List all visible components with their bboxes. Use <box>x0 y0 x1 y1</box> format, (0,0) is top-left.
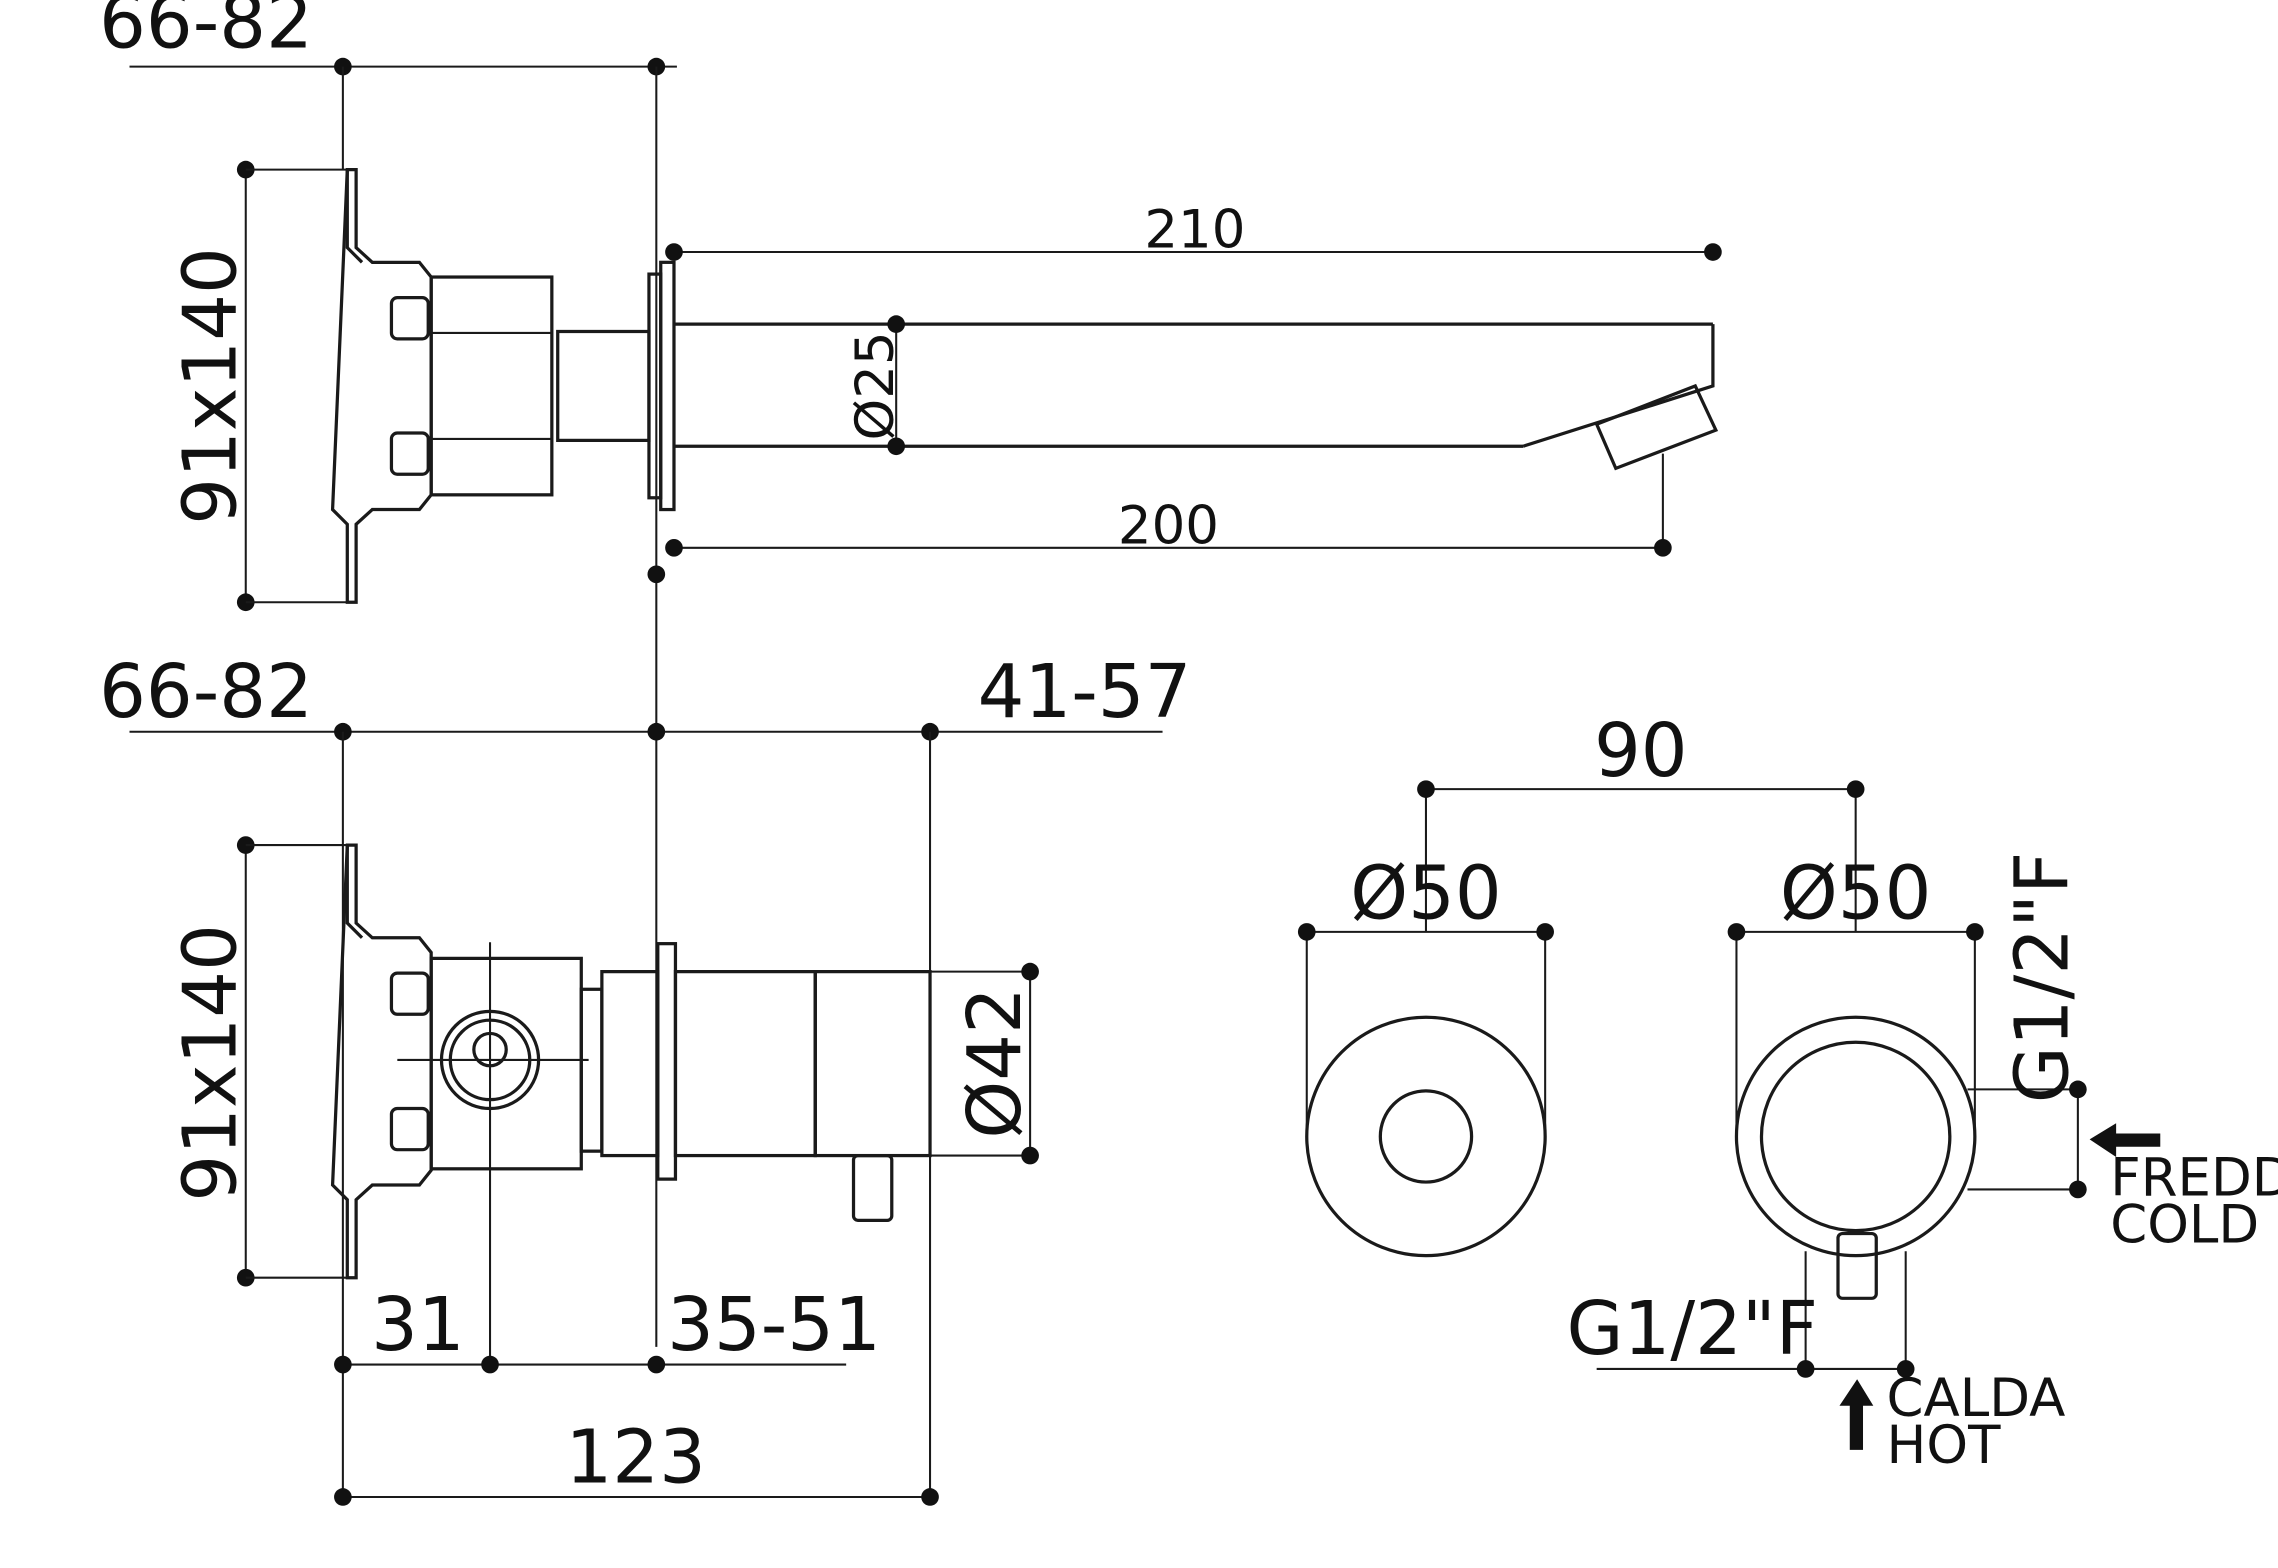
mid-plate-dimension: 91x140 <box>168 924 253 1202</box>
right-plate-diameter: Ø50 <box>1780 852 1932 937</box>
left-plate-diameter: Ø50 <box>1350 852 1502 937</box>
thread-right: G1/2"F <box>2001 852 2086 1104</box>
left-plate-circle <box>1305 1015 1547 1258</box>
cold-arrow-icon <box>2089 1123 2161 1158</box>
hot-label-en: HOT <box>1887 1415 2002 1476</box>
thread-bottom: G1/2"F <box>1567 1287 1819 1372</box>
top-depth-dimension: 66-82 <box>99 0 313 65</box>
left-plate-spout-hole <box>1378 1089 1474 1184</box>
top-plate-dimension: 91x140 <box>168 247 253 525</box>
centers-dimension: 90 <box>1594 709 1688 794</box>
spout-side-view: 66-82 91x140 210 <box>99 0 1722 1347</box>
lever-handle <box>1836 1231 1878 1300</box>
spout-diameter: Ø25 <box>845 331 906 440</box>
mixer-side-view: 66-82 41-57 91x140 <box>99 650 1191 1506</box>
cold-label-en: COLD <box>2110 1194 2259 1255</box>
handle-diameter: Ø42 <box>953 987 1038 1139</box>
right-plate-circle <box>1734 1015 1977 1258</box>
mid-depth-right-dimension: 41-57 <box>978 650 1192 735</box>
right-plate-handle-ring <box>1759 1040 1952 1233</box>
dimension-31: 31 <box>371 1283 465 1368</box>
mid-depth-left-dimension: 66-82 <box>99 650 313 735</box>
hot-arrow-icon <box>1839 1379 1874 1450</box>
spout-length-210: 210 <box>1144 200 1245 261</box>
dimension-123: 123 <box>566 1415 706 1500</box>
front-view: 90 Ø50 Ø50 G1/2"F FREDDA COLD <box>1297 709 2278 1476</box>
cold-label-it: FREDDA <box>2110 1147 2278 1208</box>
spout-length-200: 200 <box>1118 495 1219 556</box>
dimension-35-51: 35-51 <box>667 1283 881 1368</box>
hot-label-it: CALDA <box>1887 1368 2066 1429</box>
